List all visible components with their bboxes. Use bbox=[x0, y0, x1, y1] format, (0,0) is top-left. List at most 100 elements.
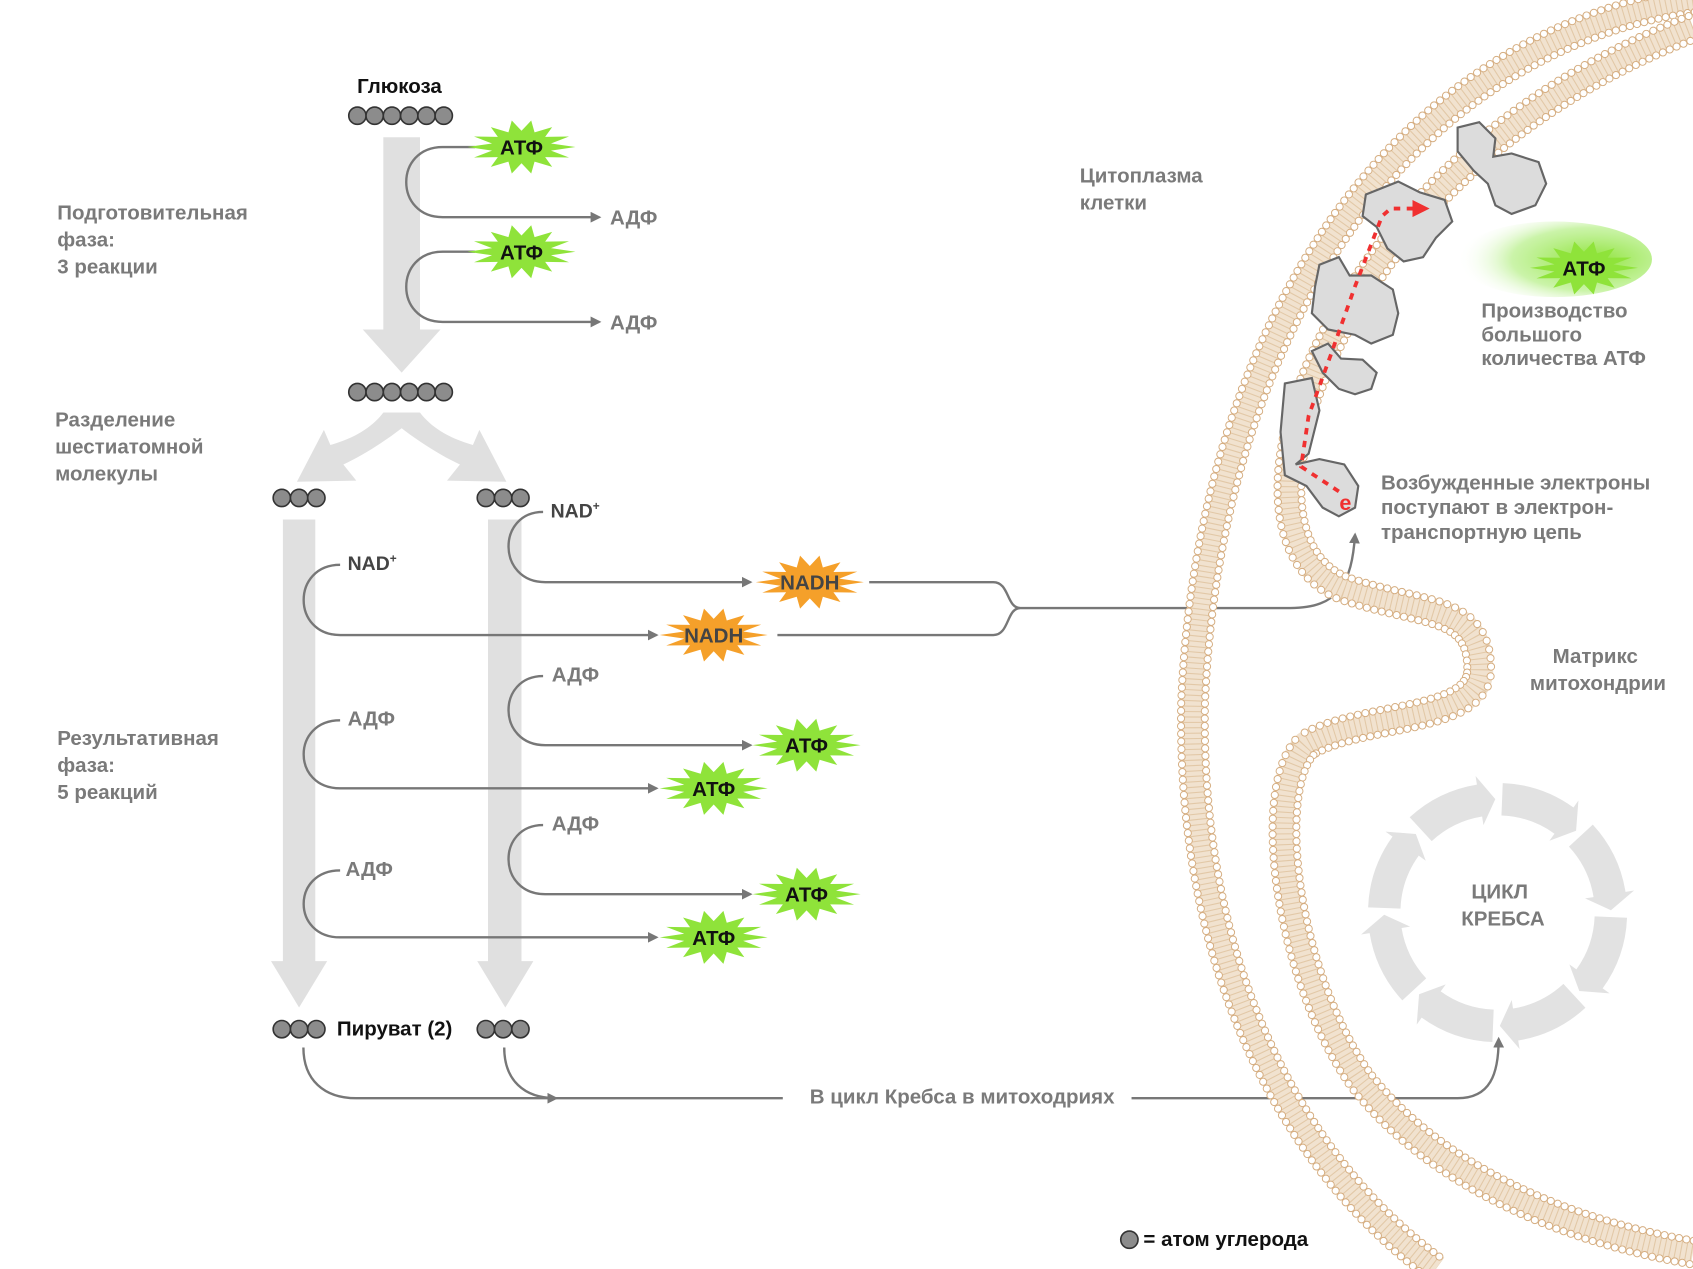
atp-step-2-line bbox=[302, 719, 659, 794]
lipid-head bbox=[1441, 1169, 1451, 1178]
lipid-head bbox=[1628, 36, 1637, 45]
atp-burst-shape bbox=[752, 867, 861, 921]
lipid-head bbox=[1233, 949, 1242, 958]
split-arrow-right bbox=[383, 412, 507, 482]
lipid-head bbox=[1177, 706, 1186, 715]
lipid-head bbox=[1293, 859, 1302, 868]
lipid-head bbox=[1567, 1204, 1576, 1213]
right-branch-carbons bbox=[476, 488, 530, 508]
lipid-head bbox=[1176, 714, 1186, 723]
lipid-head bbox=[1199, 517, 1208, 526]
lipid-head bbox=[1370, 605, 1379, 614]
carbon-atom bbox=[417, 382, 436, 402]
lipid-head bbox=[1185, 599, 1194, 609]
lipid-head bbox=[1292, 822, 1301, 831]
lipid-head bbox=[1609, 1218, 1619, 1227]
lipid-head bbox=[1412, 1234, 1421, 1243]
lipid-head bbox=[1294, 1092, 1303, 1101]
lipid-head bbox=[1369, 1193, 1378, 1202]
lipid-head bbox=[1438, 166, 1448, 175]
lipid-head bbox=[1383, 584, 1392, 593]
lipid-head bbox=[1660, 1231, 1669, 1240]
lipid-head bbox=[1245, 435, 1254, 444]
lipid-head bbox=[1424, 106, 1433, 115]
lipid-head bbox=[1292, 837, 1301, 846]
lipid-head bbox=[1317, 585, 1326, 594]
lipid-head bbox=[1670, 17, 1679, 26]
lipid-head bbox=[1515, 102, 1524, 111]
lipid-head bbox=[1351, 735, 1360, 744]
lipid-head bbox=[1598, 78, 1607, 87]
lipid-head bbox=[1255, 1012, 1264, 1021]
lipid-head bbox=[1338, 714, 1347, 723]
lipid-head bbox=[1200, 729, 1209, 738]
lipid-head bbox=[1268, 314, 1277, 323]
lipid-head bbox=[1684, 12, 1693, 21]
lipid-head bbox=[1177, 737, 1186, 746]
lipid-head bbox=[1420, 593, 1429, 602]
lipid-head bbox=[1212, 862, 1221, 872]
lipid-head bbox=[1200, 721, 1209, 731]
lipid-head bbox=[1317, 1032, 1326, 1041]
lipid-head bbox=[1181, 630, 1191, 639]
lipid-head bbox=[1296, 881, 1305, 890]
lipid-head bbox=[1322, 221, 1331, 230]
lipid-head bbox=[1505, 47, 1514, 57]
lipid-head bbox=[1600, 50, 1609, 59]
lipid-head bbox=[1450, 188, 1459, 197]
krebs-arrow-segment bbox=[1361, 914, 1427, 1001]
lipid-head bbox=[1505, 76, 1514, 85]
lipid-head bbox=[1288, 553, 1297, 562]
lipid-head bbox=[1331, 741, 1340, 750]
lipid-head bbox=[1539, 29, 1548, 38]
lipid-head bbox=[1200, 714, 1209, 723]
lipid-head bbox=[1585, 85, 1594, 94]
lipid-head bbox=[1425, 719, 1435, 728]
nadh-burst-left bbox=[659, 608, 768, 662]
cytoplasm-label-line2: клетки bbox=[1080, 192, 1147, 215]
lipid-head bbox=[1298, 567, 1307, 576]
lipid-head bbox=[1473, 68, 1482, 77]
lipid-head bbox=[1433, 692, 1442, 701]
lipid-head bbox=[1226, 928, 1236, 937]
glucose-label: Глюкоза bbox=[357, 75, 442, 98]
lipid-head bbox=[1338, 1021, 1347, 1030]
lipid-head bbox=[1592, 81, 1601, 90]
lipid-head bbox=[1212, 963, 1221, 973]
lipid-head bbox=[1392, 1098, 1401, 1107]
lipid-head bbox=[1610, 1243, 1619, 1252]
prep-step-2: АТФ АДФ bbox=[405, 225, 657, 334]
lipid-head bbox=[1285, 945, 1294, 954]
lipid-head bbox=[1274, 358, 1283, 367]
lipid-head bbox=[1395, 1219, 1404, 1228]
lipid-head bbox=[1398, 1136, 1407, 1145]
lipid-head bbox=[1281, 1117, 1291, 1126]
lipid-head bbox=[1281, 751, 1290, 760]
lipid-head bbox=[1313, 234, 1322, 243]
lipid-head bbox=[1340, 336, 1349, 345]
lipid-head bbox=[1541, 84, 1550, 94]
lipid-head bbox=[1407, 614, 1416, 623]
etc-label-line2: поступают в электрон- bbox=[1381, 496, 1613, 519]
lipid-head bbox=[1276, 1060, 1285, 1069]
lipid-head bbox=[1268, 830, 1277, 839]
lipid-head bbox=[1206, 941, 1215, 950]
lipid-head bbox=[1480, 92, 1489, 101]
lipid-head bbox=[1179, 653, 1189, 662]
lipid-head bbox=[1196, 532, 1205, 541]
lipid-head bbox=[1242, 1043, 1251, 1052]
lipid-head bbox=[1315, 332, 1324, 341]
lipid-head bbox=[1373, 730, 1382, 739]
lipid-head bbox=[1340, 597, 1349, 606]
lipid-head bbox=[1303, 1149, 1312, 1159]
lipid-head bbox=[1417, 1238, 1426, 1247]
lipid-head bbox=[1217, 978, 1226, 987]
carbon-atom bbox=[289, 488, 309, 508]
lipid-head bbox=[1372, 240, 1381, 250]
lipid-head bbox=[1324, 590, 1333, 599]
lipid-head bbox=[1201, 759, 1210, 768]
lipid-head bbox=[1219, 899, 1229, 908]
lipid-head bbox=[1605, 74, 1614, 83]
lipid-head bbox=[1206, 625, 1215, 634]
lipid-head bbox=[1462, 105, 1471, 114]
